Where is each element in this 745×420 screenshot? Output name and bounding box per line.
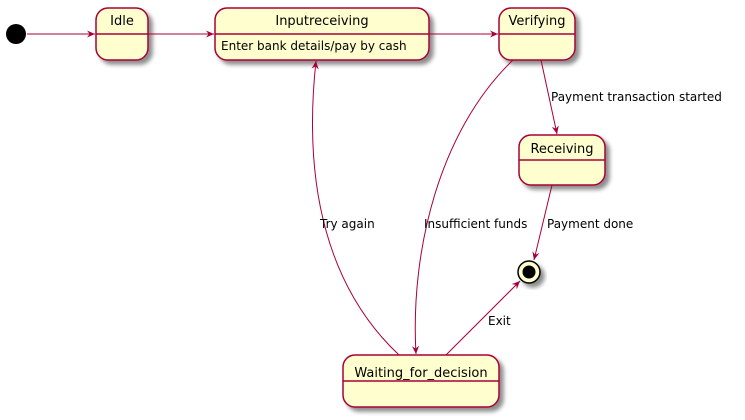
state-verifying: Verifying xyxy=(498,7,576,61)
state-verifying-title: Verifying xyxy=(509,14,566,29)
label-payment-transaction-started: Payment transaction started xyxy=(551,90,722,104)
label-try-again: Try again xyxy=(319,217,375,231)
state-receiving: Receiving xyxy=(518,134,606,186)
state-receiving-title: Receiving xyxy=(530,142,593,157)
initial-state xyxy=(6,24,26,44)
label-exit: Exit xyxy=(488,314,511,328)
state-waiting-title: Waiting_for_decision xyxy=(354,366,487,381)
state-inputreceiving-description: Enter bank details/pay by cash xyxy=(221,39,407,53)
state-idle-title: Idle xyxy=(110,14,134,29)
state-idle: Idle xyxy=(95,7,149,61)
state-inputreceiving: Inputreceiving Enter bank details/pay by… xyxy=(214,7,430,61)
transition-verifying-to-waiting xyxy=(411,59,514,355)
state-inputreceiving-title: Inputreceiving xyxy=(275,14,368,29)
transition-waiting-to-inputreceiving xyxy=(311,60,400,356)
transition-receiving-to-end xyxy=(532,184,553,261)
transition-verifying-to-receiving xyxy=(540,59,559,135)
transition-waiting-to-end xyxy=(445,280,521,356)
label-insufficient-funds: Insufficient funds xyxy=(424,217,527,231)
state-waiting-for-decision: Waiting_for_decision xyxy=(342,354,500,408)
final-state xyxy=(517,260,541,284)
label-payment-done: Payment done xyxy=(547,217,633,231)
